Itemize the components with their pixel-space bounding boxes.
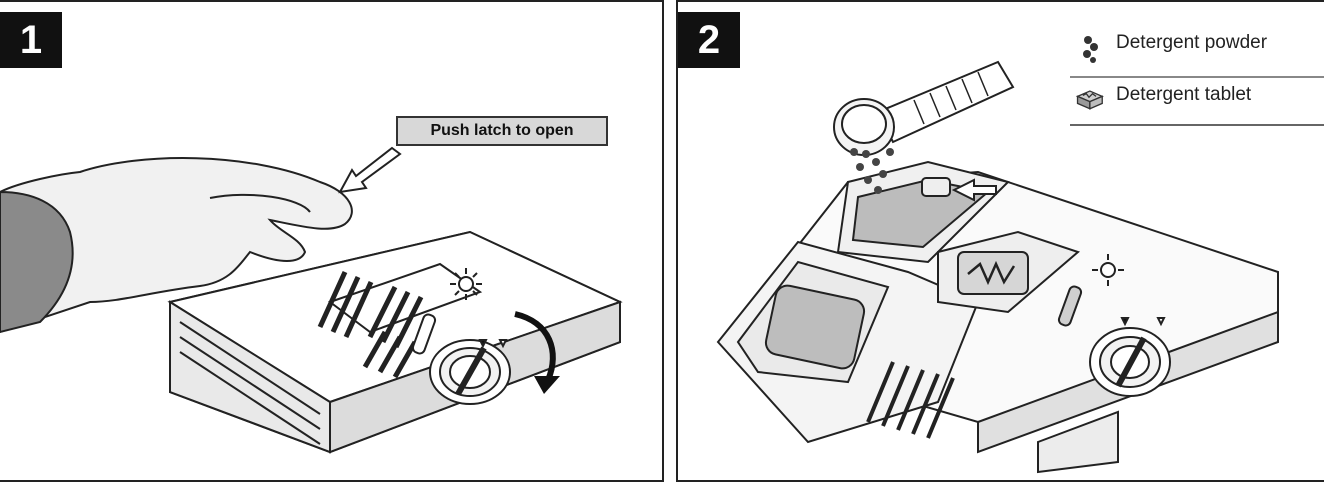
latch-pointer-arrow: [340, 148, 400, 192]
legend: Detergent powder Detergent tablet: [1070, 26, 1324, 126]
legend-row-tablet: Detergent tablet: [1070, 78, 1324, 126]
legend-row-powder: Detergent powder: [1070, 26, 1324, 78]
push-latch-callout: Push latch to open: [396, 116, 608, 146]
detergent-scoop: [834, 62, 1013, 155]
step-1-illustration: [0, 2, 664, 482]
panel-gap: [664, 0, 676, 482]
rinse-dial: [430, 340, 510, 404]
detergent-tablet-icon: [1074, 84, 1104, 114]
legend-label-powder: Detergent powder: [1116, 32, 1267, 54]
legend-label-tablet: Detergent tablet: [1116, 84, 1251, 106]
latch-button: [922, 178, 950, 196]
step-1-panel: 1: [0, 0, 664, 482]
step-2-panel: 2: [676, 0, 1324, 482]
detergent-powder-icon: [1076, 34, 1106, 64]
